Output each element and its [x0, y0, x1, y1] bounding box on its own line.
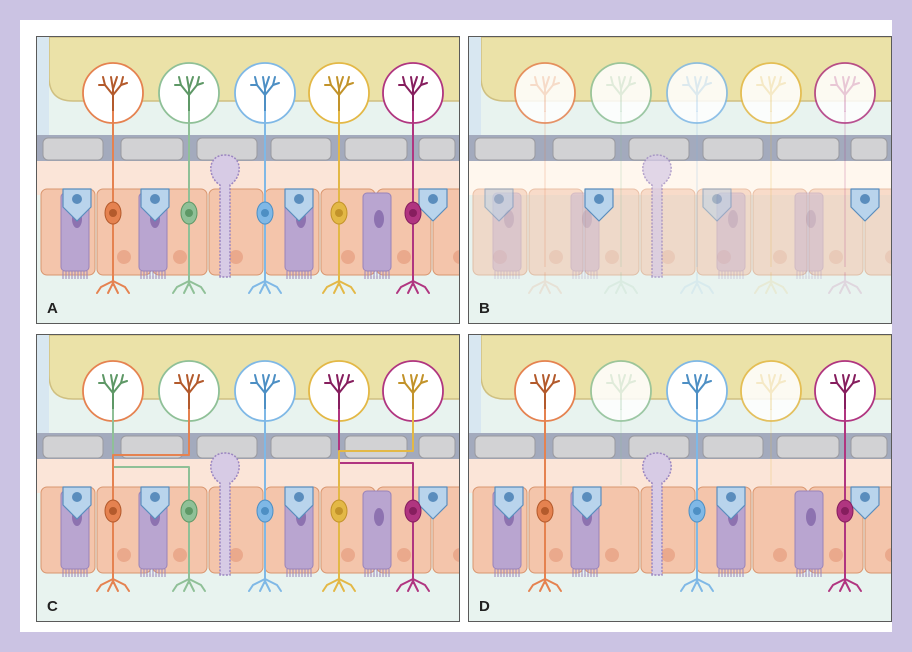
- basal-cell-nucleus: [173, 250, 187, 264]
- supporting-cell: [795, 491, 823, 577]
- sustentacular-cell-row: [473, 189, 892, 275]
- cribriform-bone-block: [475, 138, 535, 160]
- basal-cell-nucleus: [661, 548, 675, 562]
- cribriform-bone-block: [703, 436, 763, 458]
- basal-cell-nucleus: [605, 548, 619, 562]
- panel-d-illustration: [469, 335, 892, 622]
- cribriform-bone-block: [345, 138, 407, 160]
- basal-cell-nucleus: [341, 250, 355, 264]
- cribriform-bone-block: [703, 138, 763, 160]
- basal-cell-nucleus: [397, 250, 411, 264]
- cribriform-bone-block: [553, 138, 615, 160]
- basal-cell-nucleus: [229, 250, 243, 264]
- basal-cell-nucleus: [773, 250, 787, 264]
- cribriform-bone-block: [851, 436, 887, 458]
- bulb-left-edge: [469, 335, 481, 435]
- supporting-cell: [363, 491, 391, 577]
- cribriform-bone-block: [345, 436, 407, 458]
- basal-cell-nucleus: [173, 548, 187, 562]
- panel-label-a: A: [47, 300, 58, 317]
- cribriform-bone-block: [271, 138, 331, 160]
- panel-label-d: D: [479, 598, 490, 615]
- cribriform-bone-block: [851, 138, 887, 160]
- basal-cell-nucleus: [117, 548, 131, 562]
- panel-c-illustration: [37, 335, 460, 622]
- cribriform-bone-block: [777, 138, 839, 160]
- mucus-layer: [37, 275, 460, 324]
- cribriform-bone-block: [777, 436, 839, 458]
- basal-cell-nucleus: [341, 548, 355, 562]
- basal-cell-nucleus: [117, 250, 131, 264]
- sustentacular-cell-row: [41, 189, 460, 275]
- panel-label-c: C: [47, 598, 58, 615]
- bulb-left-edge: [469, 37, 481, 137]
- basal-cell-nucleus: [829, 250, 843, 264]
- basal-cell-nucleus: [549, 250, 563, 264]
- supporting-cell: [363, 193, 391, 279]
- figure-frame: A B C D: [20, 20, 892, 632]
- cribriform-bone-block: [271, 436, 331, 458]
- basal-cell-nucleus: [661, 250, 675, 264]
- panel-d: D: [468, 334, 892, 622]
- bulb-left-edge: [37, 37, 49, 137]
- panel-label-b: B: [479, 300, 490, 317]
- cribriform-bone-block: [419, 436, 455, 458]
- mucus-layer: [469, 275, 892, 324]
- basal-cell-nucleus: [549, 548, 563, 562]
- panel-b-illustration: [469, 37, 892, 324]
- panel-c: C: [36, 334, 460, 622]
- cribriform-bone-block: [553, 436, 615, 458]
- bulb-left-edge: [37, 335, 49, 435]
- panel-a-illustration: [37, 37, 460, 324]
- supporting-cell: [795, 193, 823, 279]
- cribriform-bone-block: [419, 138, 455, 160]
- mucus-layer: [469, 573, 892, 622]
- cribriform-bone-block: [121, 138, 183, 160]
- basal-cell-nucleus: [829, 548, 843, 562]
- cribriform-bone-block: [475, 436, 535, 458]
- basal-cell-nucleus: [397, 548, 411, 562]
- panel-b: B: [468, 36, 892, 324]
- cribriform-bone-block: [43, 138, 103, 160]
- basal-cell-nucleus: [229, 548, 243, 562]
- basal-cell-nucleus: [773, 548, 787, 562]
- cribriform-bone-block: [43, 436, 103, 458]
- panel-a: A: [36, 36, 460, 324]
- sustentacular-cell-row: [41, 487, 460, 573]
- mucus-layer: [37, 573, 460, 622]
- basal-cell-nucleus: [605, 250, 619, 264]
- sustentacular-cell-row: [473, 487, 892, 573]
